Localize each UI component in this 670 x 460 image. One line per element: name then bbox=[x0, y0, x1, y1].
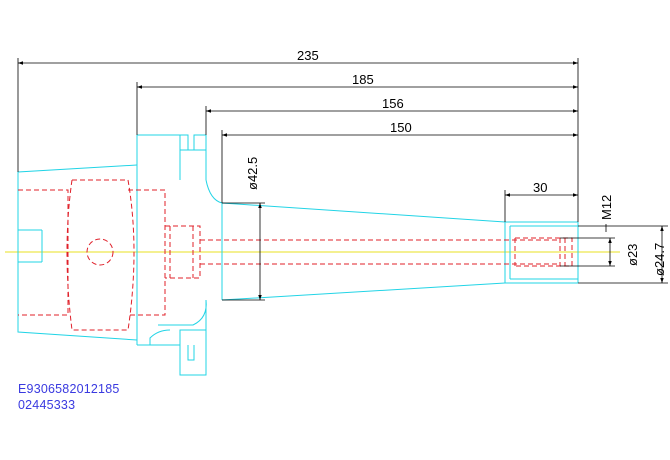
part-number-line2: 02445333 bbox=[18, 398, 76, 412]
part-number-line1: E9306582012185 bbox=[18, 382, 120, 396]
dim-thread-m12: M12 bbox=[599, 195, 614, 220]
dim-diameter-42-5: ø42.5 bbox=[245, 157, 260, 190]
dim-diameter-23: ø23 bbox=[625, 244, 640, 266]
dim-length-156: 156 bbox=[382, 96, 404, 111]
dim-flange-to-end: 185 bbox=[352, 72, 374, 87]
hidden-lines bbox=[18, 179, 573, 331]
dim-length-150: 150 bbox=[390, 120, 412, 135]
dimension-lines bbox=[17, 58, 668, 301]
holder-outline bbox=[17, 134, 579, 376]
dim-overall-length: 235 bbox=[297, 48, 319, 63]
dim-bore-depth: 30 bbox=[533, 180, 547, 195]
dim-diameter-24-7: ø24.7 bbox=[652, 243, 667, 276]
